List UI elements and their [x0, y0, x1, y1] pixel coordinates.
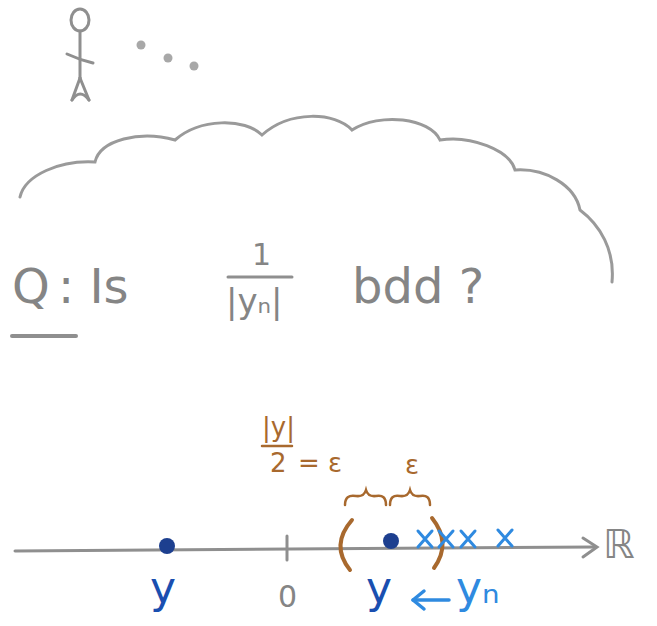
text-label: y [150, 566, 176, 610]
underline [12, 334, 76, 338]
brace [345, 490, 430, 505]
text-label: |yₙ| [226, 284, 283, 318]
fraction-bar [262, 445, 292, 448]
text-label: ε [405, 452, 419, 478]
text-label: yₙ [456, 566, 500, 610]
text-label: y [366, 566, 392, 610]
interval-parentheses [340, 518, 442, 570]
text-label: : Is [58, 262, 129, 310]
text-label: = ε [298, 450, 342, 476]
thought-dots [137, 41, 199, 71]
text-label: |y| [262, 414, 295, 440]
thought-cloud [20, 116, 612, 282]
fraction-bar [228, 276, 292, 279]
text-label: Q [12, 262, 50, 310]
text-label: 0 [278, 582, 297, 612]
number-line [15, 536, 597, 560]
text-label: bdd ? [352, 262, 484, 310]
text-label: 2 [270, 450, 287, 476]
point-dot [159, 533, 399, 554]
stick-figure [67, 9, 93, 100]
convergence-arrow [413, 591, 449, 609]
text-label: 1 [252, 240, 271, 270]
sequence-crosses [418, 530, 512, 547]
text-label: ℝ [603, 524, 635, 564]
